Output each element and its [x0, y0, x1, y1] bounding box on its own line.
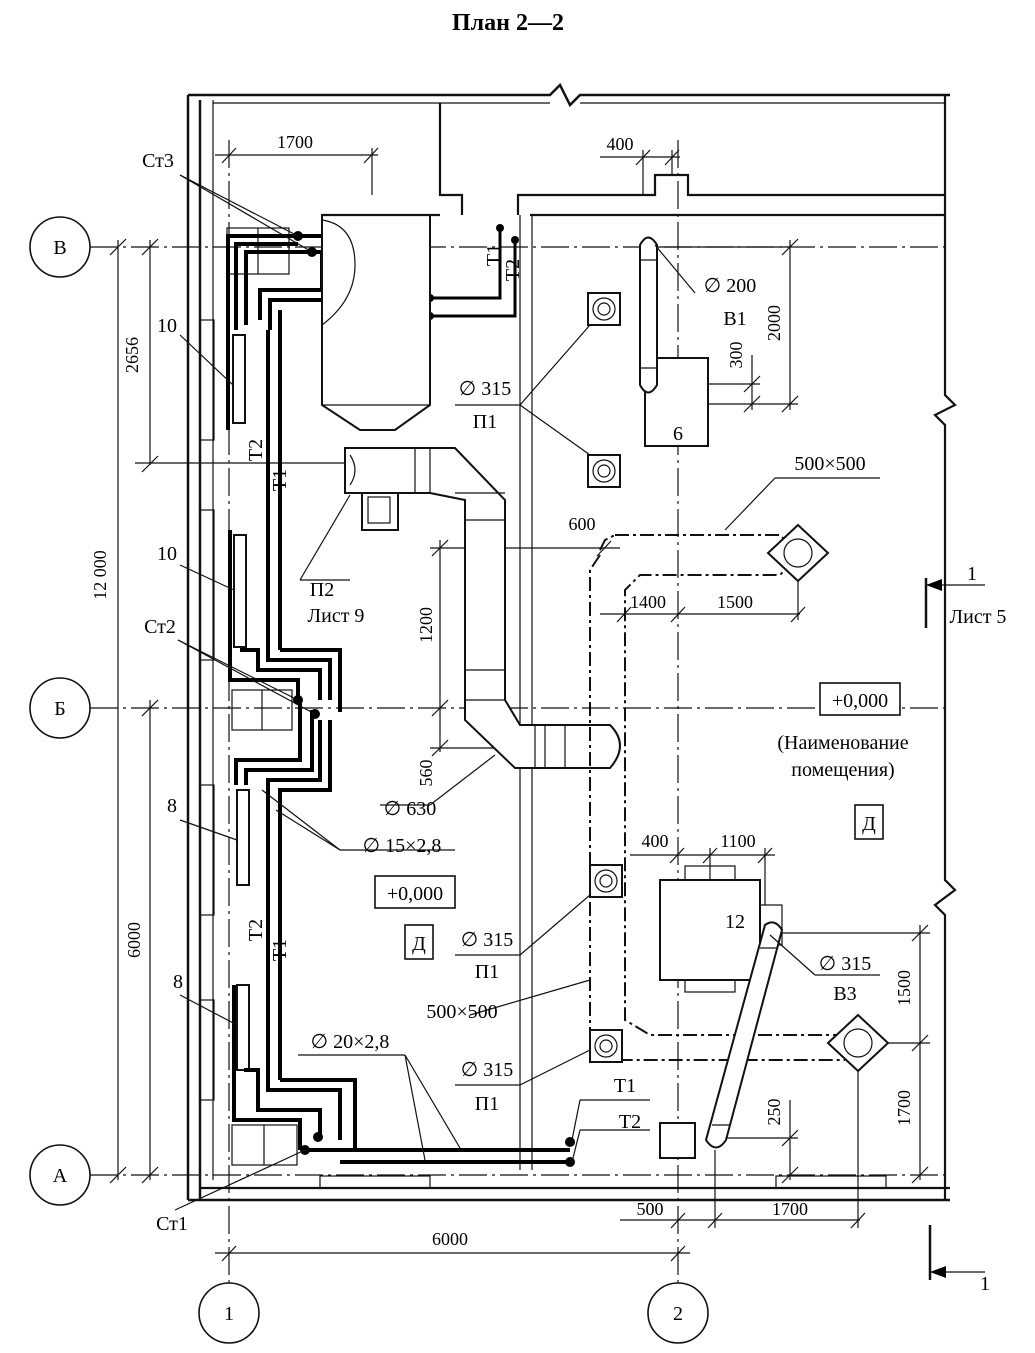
- label-unit-12: 12: [725, 911, 745, 933]
- section-markers: [924, 578, 985, 1280]
- label-riser-st1: Ст1: [156, 1213, 188, 1235]
- radiator-10-upper: [232, 334, 246, 424]
- radiator-8-lower: [236, 984, 250, 1071]
- label-radiator-10-upper: 10: [157, 315, 177, 337]
- label-radiator-8-upper: 8: [167, 795, 177, 817]
- dimension-texts: 1700 400 2656 12 000 6000 6000 1200 560 …: [90, 132, 914, 1249]
- grille-diamond-bottom: [826, 1013, 890, 1073]
- dim-400-mid: 400: [642, 831, 669, 851]
- dim-600: 600: [569, 514, 596, 534]
- exhaust-unit-12: [659, 879, 761, 981]
- supply-unit-p2: [361, 489, 399, 531]
- level-boxes: [374, 682, 901, 960]
- diffuser-p1-bottom: [589, 1029, 623, 1063]
- label-riser-st3: Ст3: [142, 150, 174, 172]
- dim-2000: 2000: [764, 305, 784, 341]
- dim-1700-bottom: 1700: [772, 1199, 808, 1219]
- building-walls: [186, 82, 957, 1202]
- axis-marker-2: [647, 1282, 709, 1344]
- label-b3: В3: [833, 983, 856, 1005]
- axis-label-2: 2: [673, 1303, 683, 1325]
- plan-labels: Ст3 Ст2 Ст1 Т2 Т1 Т2 Т1 Т1 Т2 10 10 8 8 …: [142, 150, 1006, 1295]
- leader-lines: [174, 174, 816, 1211]
- label-500x500-top: 500×500: [794, 453, 865, 475]
- label-t2-bottom: Т2: [619, 1111, 641, 1133]
- label-t2-upper: Т2: [245, 439, 267, 461]
- label-t2-top: Т2: [502, 259, 524, 281]
- label-sheet-9: Лист 9: [308, 605, 365, 627]
- axis-marker-v: [29, 216, 91, 278]
- ventilation-equipment: [321, 213, 890, 1159]
- axis-marker-a: [29, 1144, 91, 1206]
- label-level-left: +0,000: [387, 883, 443, 905]
- label-t1-bottom: Т1: [614, 1075, 636, 1097]
- dim-1100: 1100: [720, 831, 755, 851]
- label-d-right: Д: [862, 813, 876, 835]
- axis-marker-b: [29, 677, 91, 739]
- dim-1700-top: 1700: [277, 132, 313, 152]
- dim-500-bottom: 500: [637, 1199, 664, 1219]
- label-p1-b: П1: [475, 961, 499, 983]
- dim-300: 300: [726, 342, 746, 369]
- label-p1-a: П1: [473, 411, 497, 433]
- label-d315-b3: ∅ 315: [819, 953, 871, 975]
- label-room-name-1: (Наименование: [777, 732, 908, 754]
- label-d315-c: ∅ 315: [461, 1059, 513, 1081]
- label-t1-top: Т1: [483, 244, 505, 266]
- label-room-name-2: помещения): [791, 759, 894, 781]
- axis-label-v: В: [53, 237, 66, 259]
- label-sheet-5: Лист 5: [950, 606, 1007, 628]
- label-d315-a: ∅ 315: [459, 378, 511, 400]
- dim-250: 250: [764, 1099, 784, 1126]
- label-t1-lower: Т1: [269, 939, 291, 961]
- label-b1: В1: [723, 308, 746, 330]
- label-p2: П2: [310, 579, 334, 601]
- axis-marker-1: [198, 1282, 260, 1344]
- label-p1-c: П1: [475, 1093, 499, 1115]
- label-radiator-8-lower: 8: [173, 971, 183, 993]
- diffuser-p1-lower: [589, 864, 623, 898]
- dim-1500-right: 1500: [894, 970, 914, 1006]
- label-level-right: +0,000: [832, 690, 888, 712]
- label-section-1-top: 1: [967, 563, 977, 585]
- label-500x500-bottom: 500×500: [426, 1001, 497, 1023]
- label-section-1-bottom: 1: [980, 1273, 990, 1295]
- axis-label-b: Б: [54, 698, 65, 720]
- label-d315-b: ∅ 315: [461, 929, 513, 951]
- dim-560: 560: [416, 760, 436, 787]
- label-d15: ∅ 15×2,8: [363, 835, 442, 857]
- dimension-lines: [109, 147, 930, 1262]
- heating-pipes: [226, 224, 575, 1167]
- diffuser-p1-mid: [587, 454, 621, 488]
- grid-axes: В Б А 1 2: [29, 140, 945, 1344]
- dim-1500-mid: 1500: [717, 592, 753, 612]
- radiator-10-lower: [233, 534, 247, 648]
- axis-label-a: А: [53, 1165, 68, 1187]
- label-d630: ∅ 630: [384, 798, 436, 820]
- label-riser-st2: Ст2: [144, 616, 176, 638]
- label-radiator-10-lower: 10: [157, 543, 177, 565]
- exhaust-unit-6: [644, 357, 709, 447]
- label-unit-6: 6: [673, 423, 683, 445]
- diffuser-p1-top: [587, 292, 621, 326]
- plan-title: План 2—2: [452, 10, 564, 36]
- label-d200: ∅ 200: [704, 275, 756, 297]
- radiators: [226, 227, 298, 1166]
- label-t1-upper: Т1: [269, 469, 291, 491]
- axis-label-1: 1: [224, 1303, 234, 1325]
- grille-diamond-top: [766, 523, 830, 583]
- dim-12000: 12 000: [90, 550, 110, 600]
- radiator-8-upper: [236, 789, 250, 886]
- dim-1400: 1400: [630, 592, 666, 612]
- dim-1200: 1200: [416, 607, 436, 643]
- label-d20: ∅ 20×2,8: [311, 1031, 390, 1053]
- label-t2-lower: Т2: [245, 919, 267, 941]
- dim-400-top: 400: [607, 134, 634, 154]
- dim-6000-left: 6000: [124, 922, 144, 958]
- dim-2656: 2656: [122, 337, 142, 373]
- dim-6000-bottom: 6000: [432, 1229, 468, 1249]
- label-d-left: Д: [412, 933, 426, 955]
- dim-1700-right: 1700: [894, 1090, 914, 1126]
